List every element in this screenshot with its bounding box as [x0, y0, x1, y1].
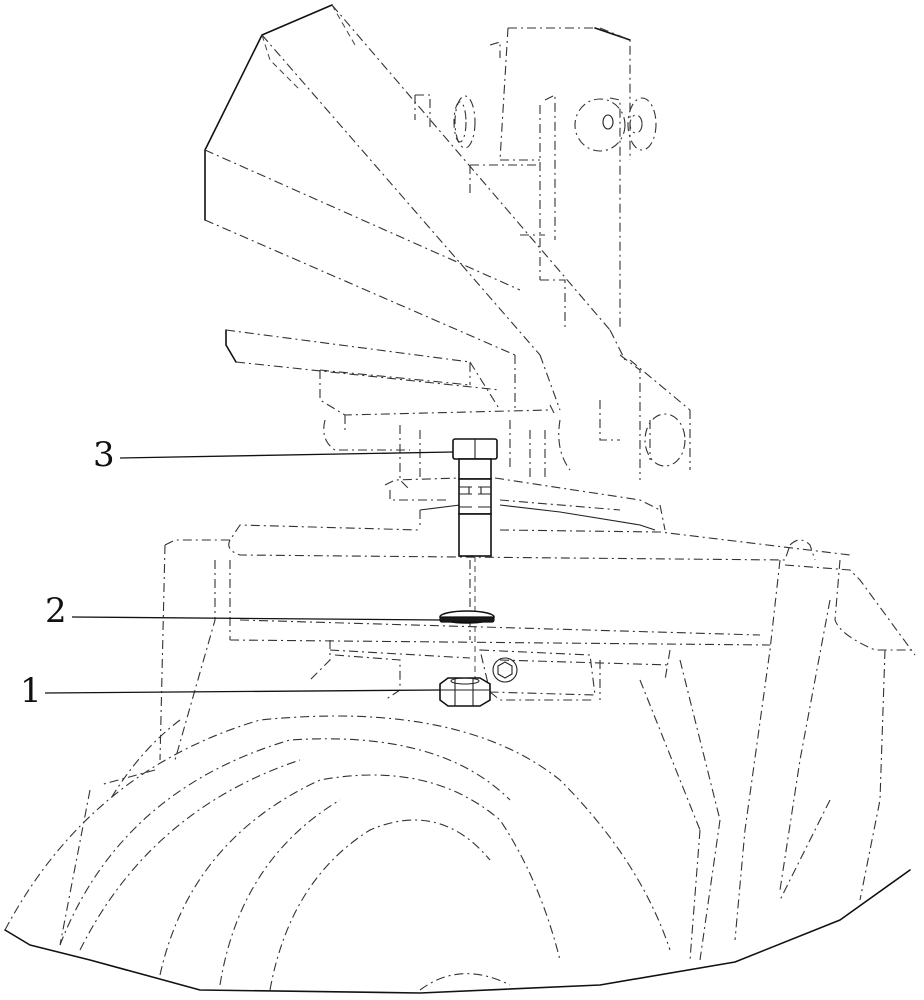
- turntable-plates: [384, 477, 666, 531]
- callout-leaders: [44, 451, 454, 694]
- bolt-part-3: [452, 438, 498, 680]
- callout-label-2: 2: [45, 591, 67, 631]
- side-bolt-block: [479, 649, 596, 701]
- leader-line-1: [44, 689, 441, 694]
- callout-label-3: 3: [93, 435, 115, 475]
- leader-line-2: [71, 616, 441, 621]
- nut-part-1: [439, 677, 491, 707]
- upper-angled-bracket: [204, 4, 626, 411]
- washer-part-2: [439, 610, 495, 624]
- bolt-shank-bottom: [458, 513, 492, 557]
- bolt-shank-top: [458, 458, 492, 480]
- leader-line-3: [119, 451, 454, 459]
- callout-label-1: 1: [20, 671, 42, 711]
- bottom-curved-housing: [4, 659, 911, 994]
- top-mounting-block: [414, 27, 657, 330]
- middle-plate: [225, 329, 691, 491]
- bolt-shank-mid: [458, 478, 492, 515]
- main-base-frame: [99, 524, 916, 941]
